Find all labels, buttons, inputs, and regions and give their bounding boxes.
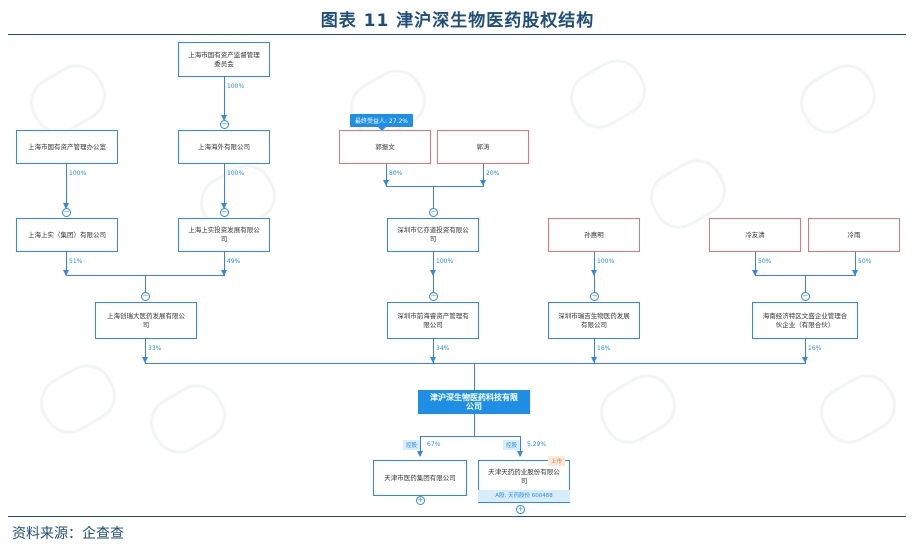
arrow-head: [383, 180, 389, 186]
watermark-mark: [590, 364, 686, 454]
node-overseas[interactable]: 上海海外有限公司: [178, 130, 270, 164]
expand-toggle-icon[interactable]: +: [516, 505, 525, 514]
collapse-toggle-icon[interactable]: −: [429, 292, 438, 301]
collapse-toggle-icon[interactable]: −: [429, 208, 438, 217]
node-leng-yu[interactable]: 冷雨: [808, 218, 900, 252]
holding-tag: 控股: [403, 440, 421, 450]
page-title: 图表 11 津沪深生物医药股权结构: [320, 11, 595, 31]
arrow-head: [63, 270, 69, 276]
watermark-mark: [560, 49, 656, 139]
arrow-head: [221, 115, 227, 121]
pct-label: 16%: [808, 345, 822, 352]
watermark-mark: [790, 54, 886, 144]
arrow-head: [517, 451, 523, 457]
arrow-head: [480, 180, 486, 186]
node-main-company[interactable]: 津沪深生物医药科技有限公司: [418, 390, 530, 414]
pct-label: 5.29%: [527, 441, 547, 448]
arrow-head: [430, 357, 436, 363]
edge-join-yiyi: [433, 186, 434, 210]
edge-join-hainan: [805, 275, 806, 297]
node-guo-zhenwen[interactable]: 郭振文: [339, 130, 431, 164]
arrow-head: [591, 357, 597, 363]
watermark-mark: [30, 354, 126, 444]
stock-code-bar: A股: 天药股份 600488: [478, 490, 570, 502]
pct-label: 49%: [227, 258, 241, 265]
edge-to-tianyao: [520, 436, 521, 456]
node-tianjin-group[interactable]: 天津市医药集团有限公司: [373, 460, 467, 496]
edge-main-join: [145, 363, 806, 364]
collapse-toggle-icon[interactable]: −: [590, 292, 599, 301]
pct-label: 100%: [597, 258, 615, 265]
holding-tag: 控股: [503, 440, 521, 450]
arrow-head: [852, 270, 858, 276]
final-beneficiary-badge: 最终受益人: 27.2%: [350, 114, 413, 131]
edge-ruidan-down: [594, 339, 595, 363]
edge-qianhai-down: [433, 339, 434, 363]
edge-state-group: [66, 164, 67, 210]
arrow-head: [142, 357, 148, 363]
watermark-mark: [140, 374, 236, 464]
node-state-office[interactable]: 上海市国有资产管理办公室: [16, 130, 118, 164]
pct-label: 51%: [69, 258, 83, 265]
node-pharm-shanghai[interactable]: 上海创瑞大医药发展有限公司: [95, 302, 197, 339]
edge-guotao-down: [483, 164, 484, 186]
node-shenzhen-ruidan[interactable]: 深圳市瑞吉生物医药发展有限公司: [548, 302, 640, 339]
edge-lengyq-down: [755, 252, 756, 275]
arrow-head: [221, 270, 227, 276]
edge-sub-split: [420, 436, 521, 437]
pct-label: 67%: [427, 441, 441, 448]
watermark-mark: [810, 364, 906, 454]
collapse-toggle-icon[interactable]: −: [801, 292, 810, 301]
arrow-head: [752, 270, 758, 276]
edge-to-tjgroup: [420, 436, 421, 456]
node-guo-tao[interactable]: 郭涛: [437, 130, 529, 164]
footer-rule: [8, 516, 906, 517]
node-shenzhen-yiyi[interactable]: 深圳市亿亦道投资有限公司: [387, 218, 479, 252]
expand-toggle-icon[interactable]: +: [416, 496, 425, 505]
arrow-head: [591, 270, 597, 276]
pct-label: 50%: [758, 258, 772, 265]
collapse-toggle-icon[interactable]: −: [220, 120, 229, 129]
edge-hainan-down: [805, 339, 806, 363]
pct-label: 100%: [227, 170, 245, 177]
edge-guo-join: [386, 186, 484, 187]
pct-label: 34%: [436, 345, 450, 352]
pct-label: 16%: [597, 345, 611, 352]
collapse-toggle-icon[interactable]: −: [141, 292, 150, 301]
edge-pharm-down: [145, 339, 146, 363]
edge-group-down: [66, 252, 67, 275]
node-sasac[interactable]: 上海市国有资产监督管理委员会: [178, 42, 270, 77]
pct-label: 50%: [858, 258, 872, 265]
title-underline: [8, 34, 906, 35]
node-hainan-partner[interactable]: 海南经济特区文盛企业管理合伙企业（有限合伙）: [752, 302, 858, 339]
collapse-toggle-icon[interactable]: −: [220, 208, 229, 217]
source-note: 资料来源：企查查: [12, 526, 124, 542]
node-shangshi-invest[interactable]: 上海上实投资发展有限公司: [178, 218, 270, 252]
edge-join-main: [474, 363, 475, 390]
edge-main-down: [474, 414, 475, 436]
pct-label: 100%: [436, 258, 454, 265]
arrow-head: [417, 451, 423, 457]
arrow-head: [430, 270, 436, 276]
arrow-head: [802, 357, 808, 363]
pct-label: 100%: [69, 170, 87, 177]
collapse-toggle-icon[interactable]: −: [62, 208, 71, 217]
edge-join-pharm: [145, 275, 146, 297]
arrow-head: [221, 203, 227, 209]
pct-label: 100%: [227, 83, 245, 90]
pct-label: 20%: [486, 170, 500, 177]
edge-lengyu-down: [855, 252, 856, 275]
node-leng-youqing[interactable]: 冷友清: [709, 218, 801, 252]
listed-badge: 上市: [548, 456, 566, 466]
edge-invest-down: [224, 252, 225, 275]
edge-overseas-invest: [224, 164, 225, 210]
node-shenzhen-qianhai[interactable]: 深圳市前海睿资产管理有限公司: [387, 302, 479, 339]
arrow-head: [63, 203, 69, 209]
node-sun-huiming[interactable]: 孙惠明: [548, 218, 640, 252]
edge-guozw-down: [386, 164, 387, 186]
edge-sasac-overseas: [224, 77, 225, 122]
pct-label: 33%: [148, 345, 162, 352]
pct-label: 80%: [389, 170, 403, 177]
node-shangshi-group[interactable]: 上海上实（集团）有限公司: [16, 218, 118, 252]
